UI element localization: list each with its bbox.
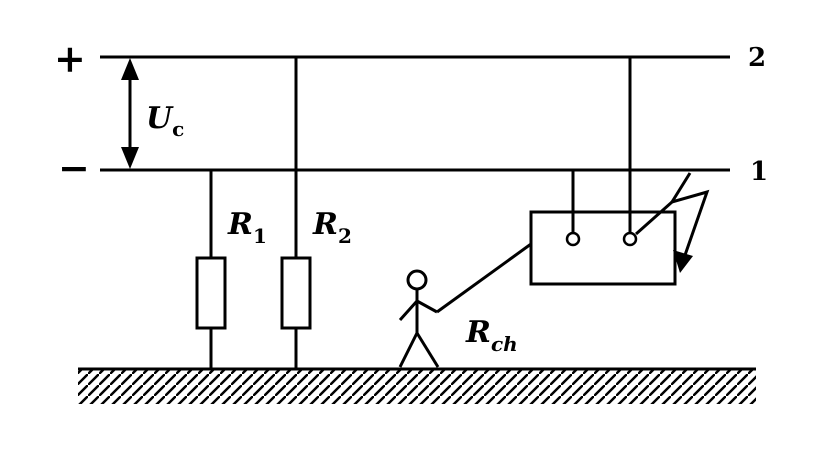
voltage-arrow-head-down — [121, 147, 139, 169]
body-resistance-label: Rch — [465, 315, 518, 356]
resistor-r1 — [195, 256, 227, 330]
r1-subscript: 1 — [253, 224, 267, 248]
equipment-enclosure — [529, 210, 677, 286]
minus-sign-label: − — [58, 145, 90, 190]
body-resistance-subscript: ch — [491, 332, 518, 356]
terminal-circle-2 — [622, 231, 638, 247]
voltage-subscript: c — [172, 117, 184, 141]
r2-symbol: R — [312, 207, 338, 242]
ground-hatching — [78, 370, 756, 404]
plus-sign-label: + — [54, 36, 86, 81]
r2-subscript: 2 — [338, 224, 352, 248]
person-head — [406, 269, 428, 291]
r1-label: R1 — [227, 207, 267, 248]
person-leg-right — [415, 332, 440, 368]
fault-arc-arrowhead — [673, 250, 693, 273]
r1-symbol: R — [227, 207, 253, 242]
internal-fault-wire — [635, 200, 673, 236]
touch-wire — [436, 242, 532, 314]
resistor-r2 — [280, 256, 312, 330]
line-1-label: 1 — [750, 157, 768, 187]
fault-arc — [668, 172, 710, 259]
person-leg-left — [398, 332, 419, 368]
person-arm-right — [416, 299, 438, 314]
voltage-arrow-head-up — [121, 58, 139, 80]
r2-label: R2 — [312, 207, 352, 248]
voltage-label: Uc — [146, 101, 184, 141]
voltage-symbol: U — [146, 101, 174, 136]
body-resistance-symbol: R — [465, 315, 491, 350]
person-arm-left — [398, 299, 419, 322]
line-2-label: 2 — [748, 43, 766, 73]
terminal-circle-1 — [565, 231, 581, 247]
